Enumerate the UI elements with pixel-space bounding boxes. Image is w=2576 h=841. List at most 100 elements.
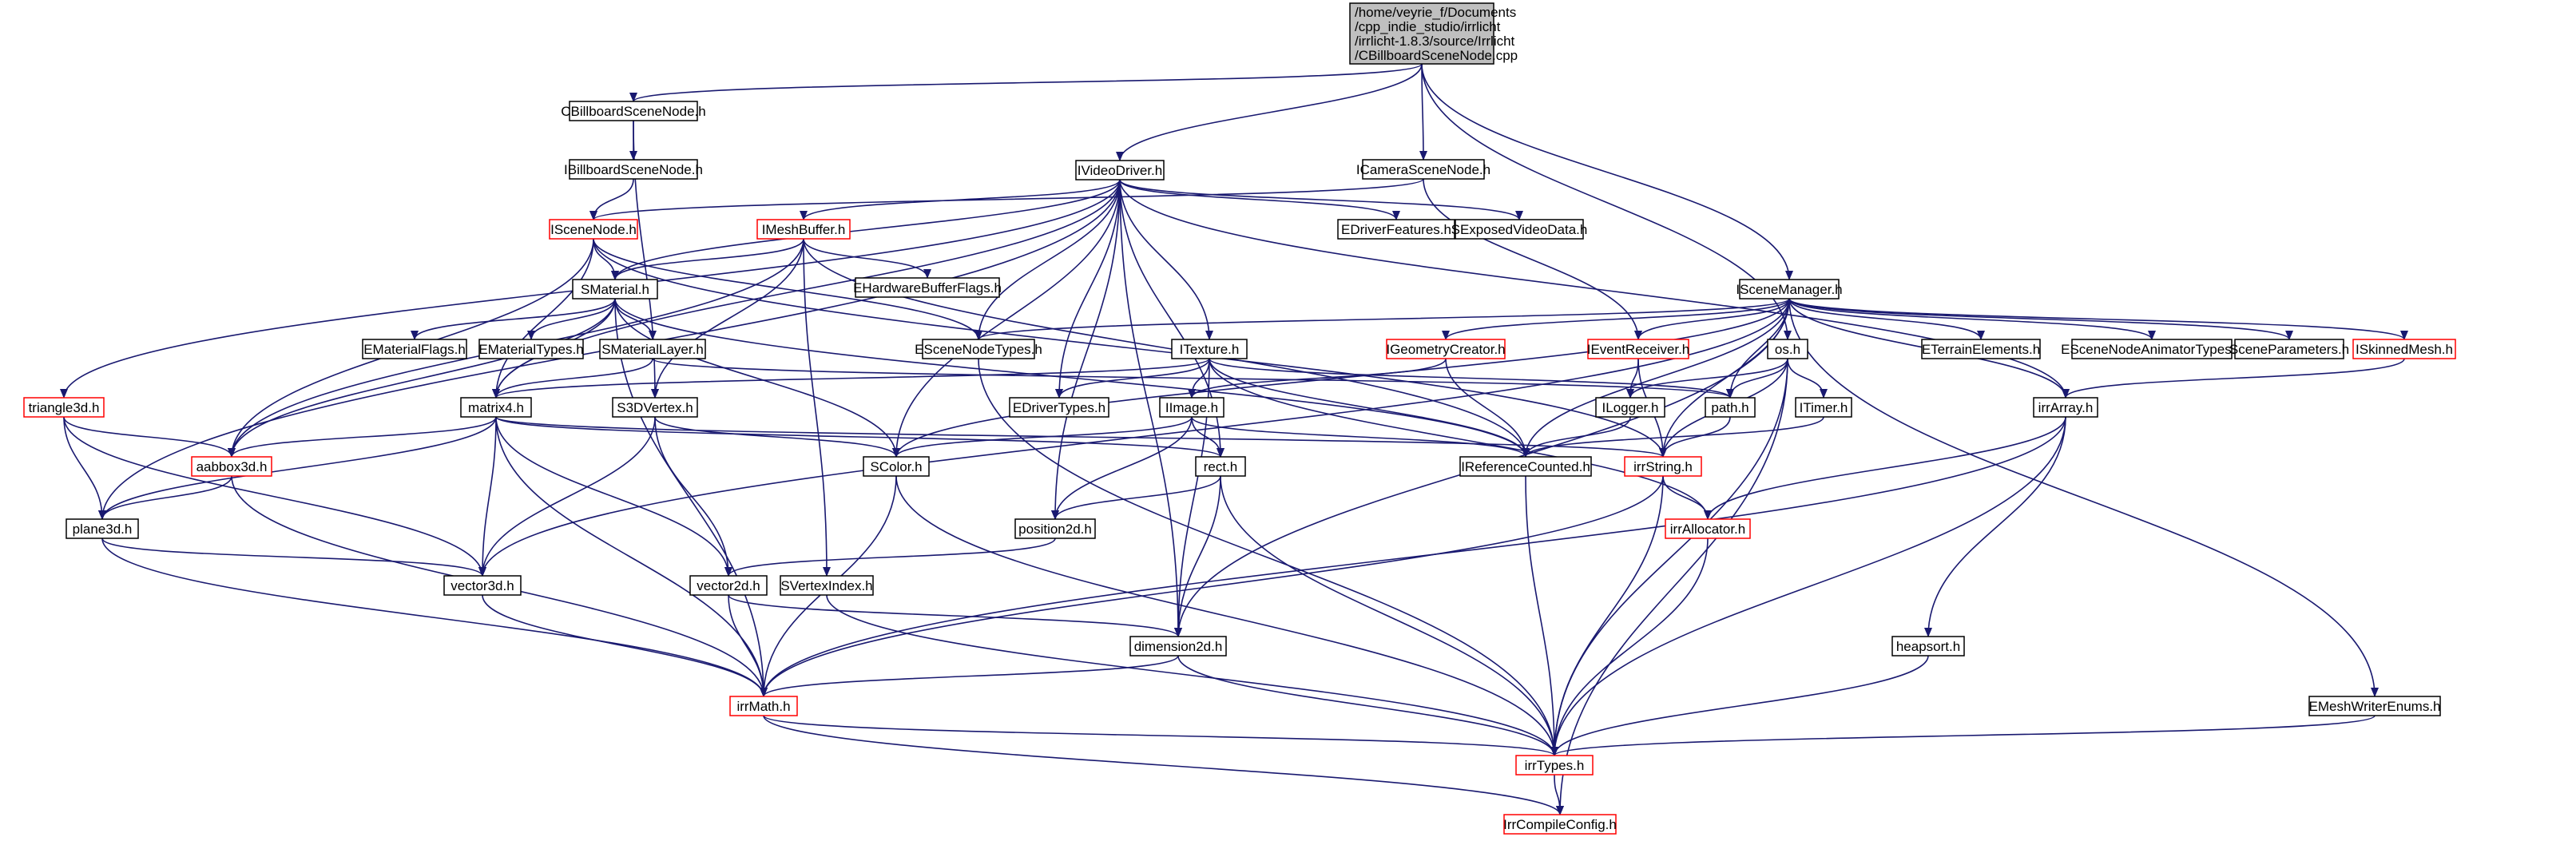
node-ete-box bbox=[1921, 339, 2041, 359]
node-esnt-box bbox=[922, 339, 1035, 359]
node-itex[interactable]: ITexture.h bbox=[1171, 339, 1248, 359]
node-esnat-label: ESceneNodeAnimatorTypes.h bbox=[2061, 342, 2243, 357]
node-smat[interactable]: SMaterial.h bbox=[572, 279, 658, 300]
node-igc[interactable]: IGeometryCreator.h bbox=[1386, 339, 1506, 359]
node-emt-label: EMaterialTypes.h bbox=[478, 342, 583, 357]
node-icsn[interactable]: ICameraSceneNode.h bbox=[1356, 159, 1490, 180]
edge-ismgr-to-ier bbox=[1634, 298, 1790, 340]
node-svi-label: SVertexIndex.h bbox=[780, 578, 872, 593]
edge-scol-to-itypes bbox=[895, 475, 1558, 756]
node-esnt[interactable]: ESceneNodeTypes.h bbox=[915, 339, 1042, 359]
node-cbsn[interactable]: CBillboardSceneNode.h bbox=[561, 101, 706, 121]
node-edf[interactable]: EDriverFeatures.h bbox=[1337, 219, 1455, 240]
edge-rect-to-pos2 bbox=[1051, 475, 1221, 520]
node-edt-label: EDriverTypes.h bbox=[1013, 400, 1105, 415]
node-m4[interactable]: matrix4.h bbox=[460, 397, 532, 418]
node-itim[interactable]: ITimer.h bbox=[1795, 397, 1852, 418]
edge-ismgr-to-iskm bbox=[1788, 298, 2408, 340]
node-tri[interactable]: triangle3d.h bbox=[23, 397, 105, 418]
edge-m4-to-rect bbox=[495, 416, 1224, 458]
node-istr[interactable]: irrString.h bbox=[1624, 456, 1702, 477]
edge-imb-to-ehbf bbox=[803, 238, 931, 279]
edge-emwe-to-itypes bbox=[1550, 715, 2376, 756]
node-icc-box bbox=[1503, 814, 1617, 835]
node-path[interactable]: path.h bbox=[1705, 397, 1756, 418]
node-ilog[interactable]: ILogger.h bbox=[1595, 397, 1665, 418]
node-ialloc[interactable]: irrAllocator.h bbox=[1665, 518, 1751, 539]
node-ialloc-label: irrAllocator.h bbox=[1670, 522, 1745, 537]
edge-itypes-to-icc bbox=[1554, 774, 1564, 815]
edge-isn-to-m4 bbox=[492, 238, 594, 399]
node-aabb[interactable]: aabbox3d.h bbox=[191, 456, 272, 477]
edge-v2d-to-imath bbox=[728, 594, 768, 697]
node-scol-box bbox=[863, 456, 930, 477]
node-iskm-box bbox=[2352, 339, 2456, 359]
edge-s3dv-to-v3d bbox=[478, 416, 656, 577]
node-emwe[interactable]: EMeshWriterEnums.h bbox=[2308, 696, 2441, 716]
node-imath[interactable]: irrMath.h bbox=[729, 696, 798, 716]
node-ibsn[interactable]: IBillboardSceneNode.h bbox=[564, 159, 703, 180]
node-istr-box bbox=[1624, 456, 1702, 477]
node-pos2[interactable]: position2d.h bbox=[1014, 518, 1096, 539]
edge-igc-to-iimg bbox=[1188, 358, 1447, 399]
edge-smat-to-emt bbox=[527, 298, 616, 340]
node-s3dv-label: S3DVertex.h bbox=[617, 400, 693, 415]
node-root-cbillboardscenenode-cpp[interactable]: /home/veyrie_f/Documents/cpp_indie_studi… bbox=[1349, 2, 1518, 65]
node-irc[interactable]: IReferenceCounted.h bbox=[1459, 456, 1592, 477]
node-plane[interactable]: plane3d.h bbox=[65, 518, 139, 539]
edge-imb-to-smat bbox=[611, 238, 804, 280]
edge-ivd-to-iarr bbox=[1119, 179, 2070, 399]
edge-ismgr-to-scol bbox=[892, 298, 1790, 458]
edge-icsn-to-isn bbox=[589, 178, 1424, 220]
node-iarr[interactable]: irrArray.h bbox=[2033, 397, 2098, 418]
node-emt[interactable]: EMaterialTypes.h bbox=[478, 339, 584, 359]
edge-iimg-to-rect bbox=[1191, 416, 1224, 458]
edge-os-to-path bbox=[1726, 358, 1788, 399]
edge-sml-to-path bbox=[652, 358, 1734, 399]
node-icc[interactable]: IrrCompileConfig.h bbox=[1503, 814, 1617, 835]
node-ier[interactable]: IEventReceiver.h bbox=[1587, 339, 1690, 359]
node-dim[interactable]: dimension2d.h bbox=[1129, 636, 1227, 657]
edge-plane-to-imath bbox=[101, 538, 768, 697]
node-edt[interactable]: EDriverTypes.h bbox=[1009, 397, 1109, 418]
node-ismgr[interactable]: ISceneManager.h bbox=[1736, 279, 1843, 300]
node-hsort[interactable]: heapsort.h bbox=[1891, 636, 1965, 657]
node-scol[interactable]: SColor.h bbox=[863, 456, 930, 477]
node-emwe-box bbox=[2308, 696, 2441, 716]
node-ete[interactable]: ETerrainElements.h bbox=[1921, 339, 2041, 359]
edge-m4-to-v3d bbox=[478, 416, 497, 577]
node-m4-label: matrix4.h bbox=[468, 400, 524, 415]
node-v3d[interactable]: vector3d.h bbox=[443, 575, 522, 596]
node-esnat[interactable]: ESceneNodeAnimatorTypes.h bbox=[2061, 339, 2243, 359]
edge-istr-to-ialloc bbox=[1662, 475, 1712, 520]
node-s3dv[interactable]: S3DVertex.h bbox=[612, 397, 698, 418]
node-itypes-label: irrTypes.h bbox=[1525, 758, 1585, 773]
node-ehbf[interactable]: EHardwareBufferFlags.h bbox=[853, 277, 1002, 298]
node-ialloc-box bbox=[1665, 518, 1751, 539]
edge-svi-to-itypes bbox=[826, 594, 1558, 756]
node-ivd[interactable]: IVideoDriver.h bbox=[1075, 160, 1165, 180]
node-ilog-label: ILogger.h bbox=[1602, 400, 1659, 415]
edge-iimg-to-scol bbox=[892, 416, 1193, 458]
edge-itex-to-edt bbox=[1055, 358, 1210, 399]
edge-ivd-to-smat bbox=[611, 179, 1121, 280]
node-sml[interactable]: SMaterialLayer.h bbox=[599, 339, 706, 359]
node-sp[interactable]: SceneParameters.h bbox=[2229, 339, 2349, 359]
node-iskm[interactable]: ISkinnedMesh.h bbox=[2352, 339, 2456, 359]
node-rect[interactable]: rect.h bbox=[1195, 456, 1246, 477]
node-isn[interactable]: ISceneNode.h bbox=[549, 219, 638, 240]
edge-dim-to-imath bbox=[760, 655, 1179, 697]
node-itypes[interactable]: irrTypes.h bbox=[1515, 755, 1594, 776]
node-v2d[interactable]: vector2d.h bbox=[689, 575, 768, 596]
node-emf[interactable]: EMaterialFlags.h bbox=[362, 339, 467, 359]
node-sevd[interactable]: SExposedVideoData.h bbox=[1451, 219, 1588, 240]
node-iimg-label: IImage.h bbox=[1165, 400, 1218, 415]
node-os[interactable]: os.h bbox=[1767, 339, 1808, 359]
edge-os-to-icc bbox=[1556, 358, 1788, 815]
node-pos2-label: position2d.h bbox=[1018, 522, 1092, 537]
node-imb[interactable]: IMeshBuffer.h bbox=[756, 219, 851, 240]
edge-esnt-to-itypes bbox=[978, 358, 1558, 756]
node-svi[interactable]: SVertexIndex.h bbox=[780, 575, 874, 596]
node-iimg[interactable]: IImage.h bbox=[1159, 397, 1224, 418]
node-ivd-box bbox=[1075, 160, 1165, 180]
